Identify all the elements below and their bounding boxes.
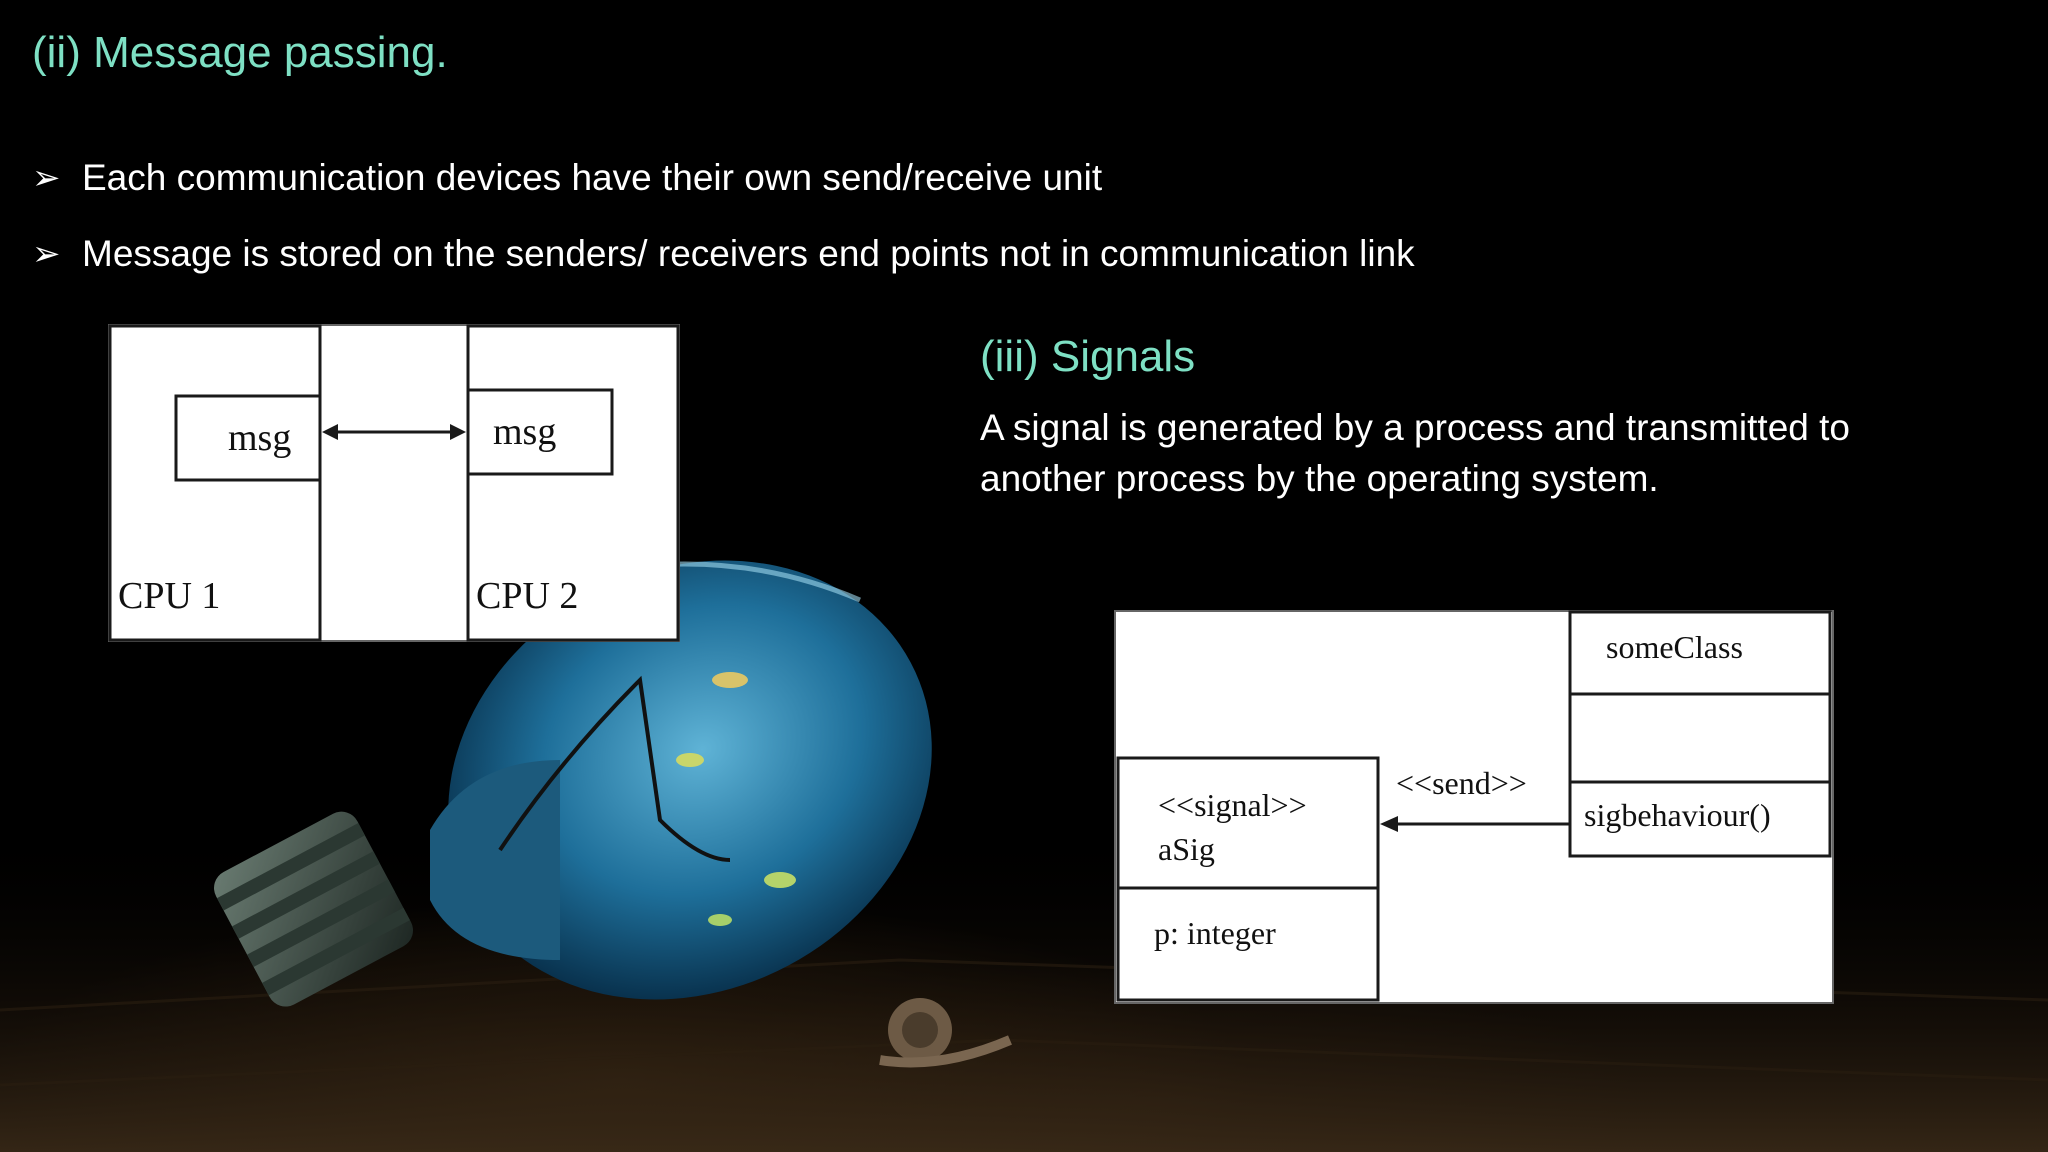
signal-attribute: p: integer: [1154, 915, 1276, 951]
bullet-text: Each communication devices have their ow…: [82, 157, 1103, 198]
right-msg-label: msg: [493, 411, 556, 453]
cpu1-label: CPU 1: [118, 575, 220, 617]
message-passing-diagram: msg msg CPU 1 CPU 2: [108, 324, 680, 642]
slide-title: (ii) Message passing.: [32, 28, 448, 77]
cpu2-box: [466, 324, 680, 642]
class-name: someClass: [1606, 629, 1743, 665]
send-arrowhead-icon: [1380, 816, 1398, 832]
bullet-item: ➢ Each communication devices have their …: [32, 140, 1415, 216]
bullet-item: ➢ Message is stored on the senders/ rece…: [32, 216, 1415, 292]
cpu2-label: CPU 2: [476, 575, 578, 617]
arrowhead-right-icon: [450, 424, 466, 440]
send-label: <<send>>: [1396, 765, 1527, 801]
bullet-text: Message is stored on the senders/ receiv…: [82, 233, 1415, 274]
signals-description: A signal is generated by a process and t…: [980, 407, 1851, 499]
signal-name: aSig: [1158, 831, 1215, 867]
bullet-list: ➢ Each communication devices have their …: [32, 140, 1415, 292]
signals-heading: (iii) Signals: [980, 332, 1196, 381]
arrowhead-bullet-icon: ➢: [32, 159, 61, 197]
right-msg-box: [466, 388, 614, 476]
class-box: [1568, 610, 1832, 858]
signal-uml-diagram: someClass sigbehaviour() <<signal>> aSig…: [1114, 610, 1834, 1004]
left-msg-label: msg: [228, 417, 291, 459]
signal-box: [1116, 756, 1380, 1002]
class-method: sigbehaviour(): [1584, 797, 1771, 833]
arrowhead-left-icon: [322, 424, 338, 440]
signal-stereotype: <<signal>>: [1158, 787, 1307, 823]
left-msg-box: [174, 394, 322, 482]
arrowhead-bullet-icon: ➢: [32, 235, 61, 273]
cpu1-box: [108, 324, 322, 642]
